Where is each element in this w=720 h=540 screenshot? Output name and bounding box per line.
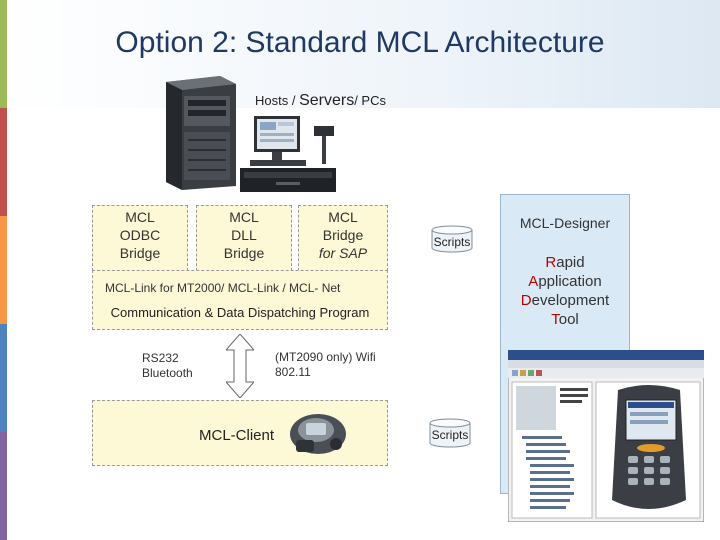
bridge-dll-text: MCL DLL Bridge xyxy=(197,208,291,262)
hosts-label-servers: Servers xyxy=(299,92,355,109)
hosts-label-part1: Hosts / xyxy=(255,93,300,108)
server-tower-icon xyxy=(166,76,236,190)
rs232-label: RS232 Bluetooth xyxy=(142,351,193,381)
title-band xyxy=(0,0,720,108)
bridge-text-line: Bridge xyxy=(119,245,161,261)
bridge-odbc-text: MCL ODBC Bridge xyxy=(93,208,187,262)
designer-tool-line: Application xyxy=(528,273,602,290)
accent-stripe xyxy=(0,108,7,216)
designer-screenshot-icon xyxy=(508,350,704,522)
rs232-line: Bluetooth xyxy=(142,366,193,380)
pos-terminal-icon xyxy=(240,116,336,192)
link-text: MCL-Link for MT2000/ MCL-Link / MCL- Net xyxy=(105,281,341,295)
hosts-label: Hosts / Servers/ PCs xyxy=(255,92,386,110)
hosts-label-part3: / PCs xyxy=(354,93,386,108)
bridge-box-sap: MCL Bridge for SAP xyxy=(298,205,388,271)
bridge-text-line: ODBC xyxy=(119,227,161,243)
bridge-box-odbc: MCL ODBC Bridge xyxy=(92,205,188,271)
bridge-text-line: Bridge xyxy=(223,245,265,261)
client-label: MCL-Client xyxy=(199,427,275,444)
bridge-box-dll: MCL DLL Bridge xyxy=(196,205,292,271)
cylinder-icon xyxy=(429,418,471,448)
bridge-text-line: DLL xyxy=(231,227,257,243)
accent-stripe xyxy=(0,216,7,324)
cylinder-icon xyxy=(431,225,473,253)
handheld-scanner-icon xyxy=(290,414,346,454)
accent-stripe xyxy=(0,0,7,108)
bridge-sap-text: MCL Bridge for SAP xyxy=(299,208,387,262)
rs232-line: RS232 xyxy=(142,351,179,365)
wifi-line: (MT2090 only) Wifi xyxy=(275,350,376,364)
bridge-text-line: Bridge xyxy=(322,227,364,243)
bridge-text-line: MCL xyxy=(328,209,358,225)
accent-stripe xyxy=(0,324,7,432)
designer-tool-line: Development xyxy=(520,292,610,309)
communication-text: Communication & Data Dispatching Program xyxy=(110,305,370,320)
wifi-line: 802.11 xyxy=(275,365,311,379)
scripts-top-label: Scripts xyxy=(433,235,471,249)
page-title: Option 2: Standard MCL Architecture xyxy=(115,26,605,59)
bridge-text-line: MCL xyxy=(229,209,259,225)
designer-tool-line: Tool xyxy=(551,311,579,328)
communication-box: MCL-Link for MT2000/ MCL-Link / MCL- Net… xyxy=(92,270,388,330)
designer-tool-line: Rapid xyxy=(545,254,585,271)
bridge-text-line: for SAP xyxy=(318,245,368,261)
bridge-text-line: MCL xyxy=(125,209,155,225)
accent-stripe xyxy=(0,432,7,540)
scripts-bottom-label: Scripts xyxy=(431,428,469,442)
designer-tool-text: Rapid Application Development Tool xyxy=(501,253,629,329)
wifi-label: (MT2090 only) Wifi 802.11 xyxy=(275,350,376,380)
designer-title: MCL-Designer xyxy=(519,215,611,231)
arrow-updown-icon xyxy=(226,334,254,398)
